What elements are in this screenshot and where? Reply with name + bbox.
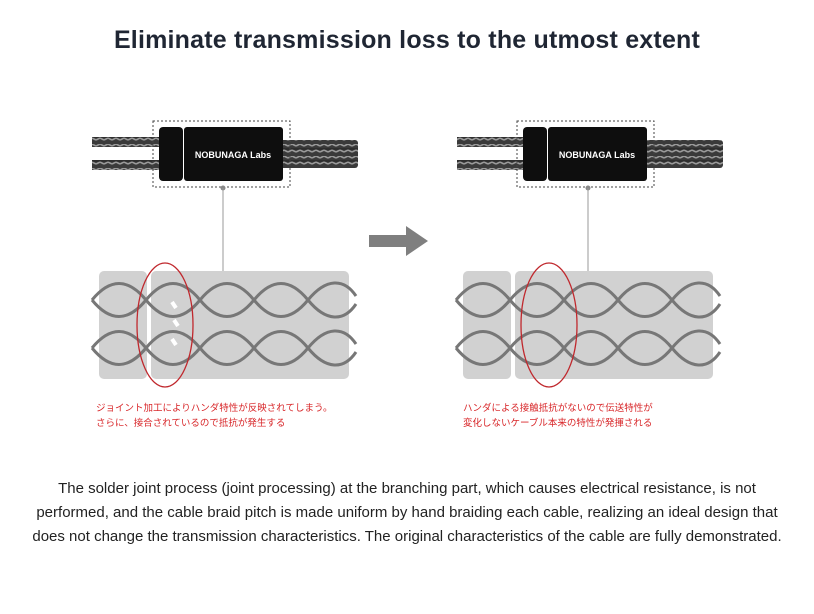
joint-highlight-box — [516, 120, 655, 188]
wire-strand — [454, 329, 722, 366]
right-connector: NOBUNAGA Labs — [457, 120, 723, 272]
plug-body — [159, 127, 183, 181]
wire-strand — [454, 281, 722, 318]
wire-strand — [90, 329, 358, 366]
left-magnified-braid — [90, 262, 358, 388]
wire-strand — [454, 330, 722, 367]
right-arrow-icon — [369, 226, 428, 256]
cable-segment — [645, 140, 723, 168]
cable-segment — [280, 140, 358, 168]
page-title: Eliminate transmission loss to the utmos… — [113, 26, 701, 54]
wire-strand — [454, 282, 722, 319]
description: The solder joint process (joint processi… — [32, 480, 782, 545]
cable-segment — [92, 160, 162, 170]
note-line: 変化しないケーブル本来の特性が発揮される — [463, 418, 653, 429]
left-connector: NOBUNAGA Labs — [92, 120, 358, 272]
braid-panel — [463, 271, 511, 379]
after-panel: NOBUNAGA Labs — [454, 120, 723, 388]
braid-panel — [99, 271, 147, 379]
right-magnified-braid — [454, 262, 722, 388]
brand-logo: NOBUNAGA Labs — [195, 150, 271, 160]
note-line: ハンダによる接触抵抗がないので伝送特性が — [463, 403, 653, 414]
problem-area-ellipse — [136, 262, 194, 388]
note-line: ジョイント加工によりハンダ特性が反映されてしまう。 — [96, 403, 333, 414]
left-note: ジョイント加工によりハンダ特性が反映されてしまう。 さらに、接合されているので抵… — [96, 401, 332, 431]
right-note: ハンダによる接触抵抗がないので伝送特性が 変化しないケーブル本来の特性が発揮され… — [463, 401, 653, 431]
plug-body — [523, 127, 547, 181]
splitter-body — [548, 127, 647, 181]
cable-segment — [92, 137, 162, 147]
before-panel: NOBUNAGA Labs — [90, 120, 358, 388]
joint-area-ellipse — [520, 262, 578, 388]
wire-strand — [90, 330, 358, 367]
cable-segment — [457, 160, 527, 170]
solder-joints — [170, 300, 180, 347]
joint-highlight-box — [152, 120, 291, 188]
brand-logo: NOBUNAGA Labs — [559, 150, 635, 160]
cable-segment — [457, 137, 527, 147]
wire-strand — [90, 282, 358, 319]
splitter-body — [184, 127, 283, 181]
note-line: さらに、接合されているので抵抗が発生する — [96, 418, 286, 429]
